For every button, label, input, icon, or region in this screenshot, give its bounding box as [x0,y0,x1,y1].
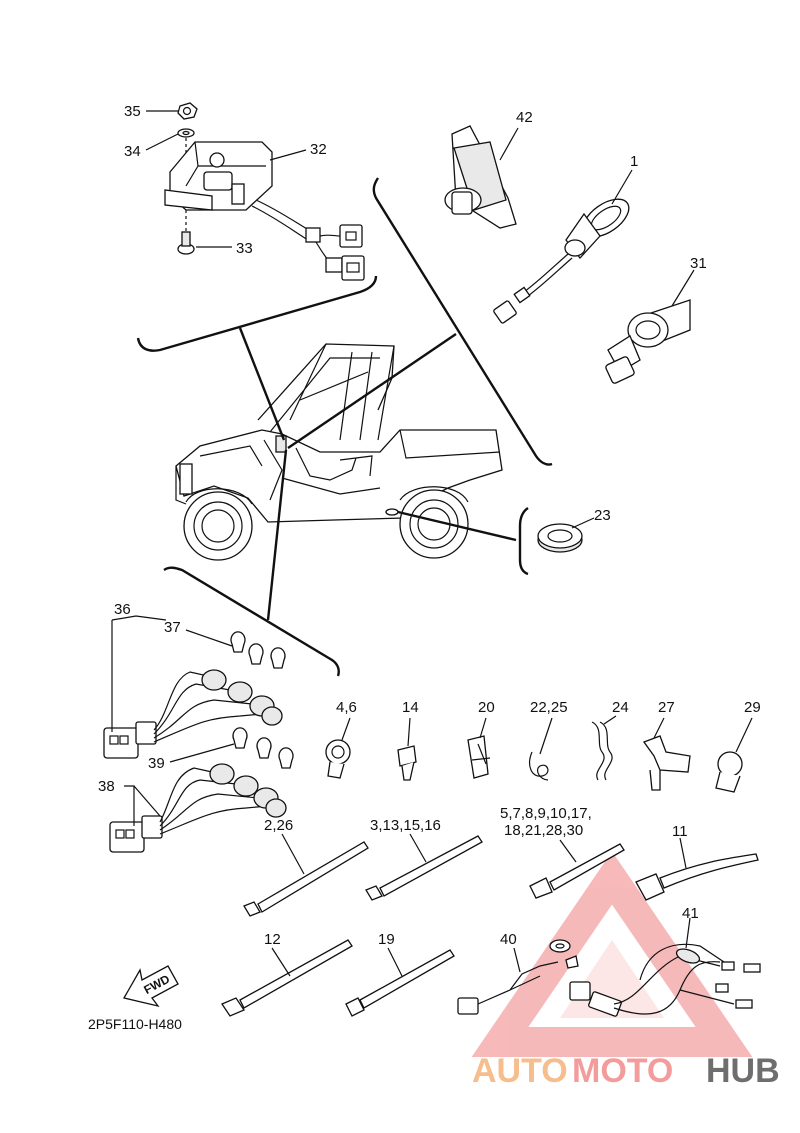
callout-12: 12 [264,931,281,948]
callout-31: 31 [690,255,707,272]
callout-38: 38 [98,778,115,795]
callout-14: 14 [402,699,419,716]
watermark-hub: HUB [706,1052,780,1090]
watermark-text: AUTO MOTO HUB [472,1052,780,1090]
callout-42: 42 [516,109,533,126]
callout-39: 39 [148,755,165,772]
callout-18-21-28-30: 18,21,28,30 [504,822,583,839]
callout-3-13-15-16: 3,13,15,16 [370,817,441,834]
callout-27: 27 [658,699,675,716]
callout-1: 1 [630,153,638,170]
callout-20: 20 [478,699,495,716]
callout-35: 35 [124,103,141,120]
callout-11: 11 [672,823,688,840]
leader-lines [238,327,517,621]
callout-29: 29 [744,699,761,716]
diagram-code: 2P5F110-H480 [88,1016,182,1032]
callout-34: 34 [124,143,141,160]
taillight-harness-group: 37 36 39 38 [98,566,340,853]
callout-37: 37 [164,619,181,636]
sub-harness-group: 40 41 [457,905,761,1017]
callout-36: 36 [114,601,131,618]
watermark-moto: MOTO [572,1052,673,1090]
callout-40: 40 [500,931,517,948]
callout-4-6: 4,6 [336,699,357,716]
callout-23: 23 [594,507,611,524]
grommet-group: 23 [518,507,611,576]
socket-switch-group: 42 1 31 [372,109,707,466]
callout-32: 32 [310,141,327,158]
callout-5-7-8-9-10-17: 5,7,8,9,10,17, [500,805,592,822]
vehicle-illustration [175,343,503,561]
watermark-auto: AUTO [472,1052,568,1090]
callout-24: 24 [612,699,629,716]
callout-19: 19 [378,931,395,948]
callout-33: 33 [236,240,253,257]
callout-41: 41 [682,905,699,922]
switch-assembly-group: 35 34 32 33 [124,102,378,352]
clips-row: 4,6 14 20 22,25 24 27 29 [325,699,761,793]
fwd-arrow: FWD [123,965,179,1008]
callout-2-26: 2,26 [264,817,293,834]
callout-22-25: 22,25 [530,699,568,716]
cable-ties-group: 2,26 3,13,15,16 5,7,8,9,10,17, 18,21,28,… [221,805,759,1017]
